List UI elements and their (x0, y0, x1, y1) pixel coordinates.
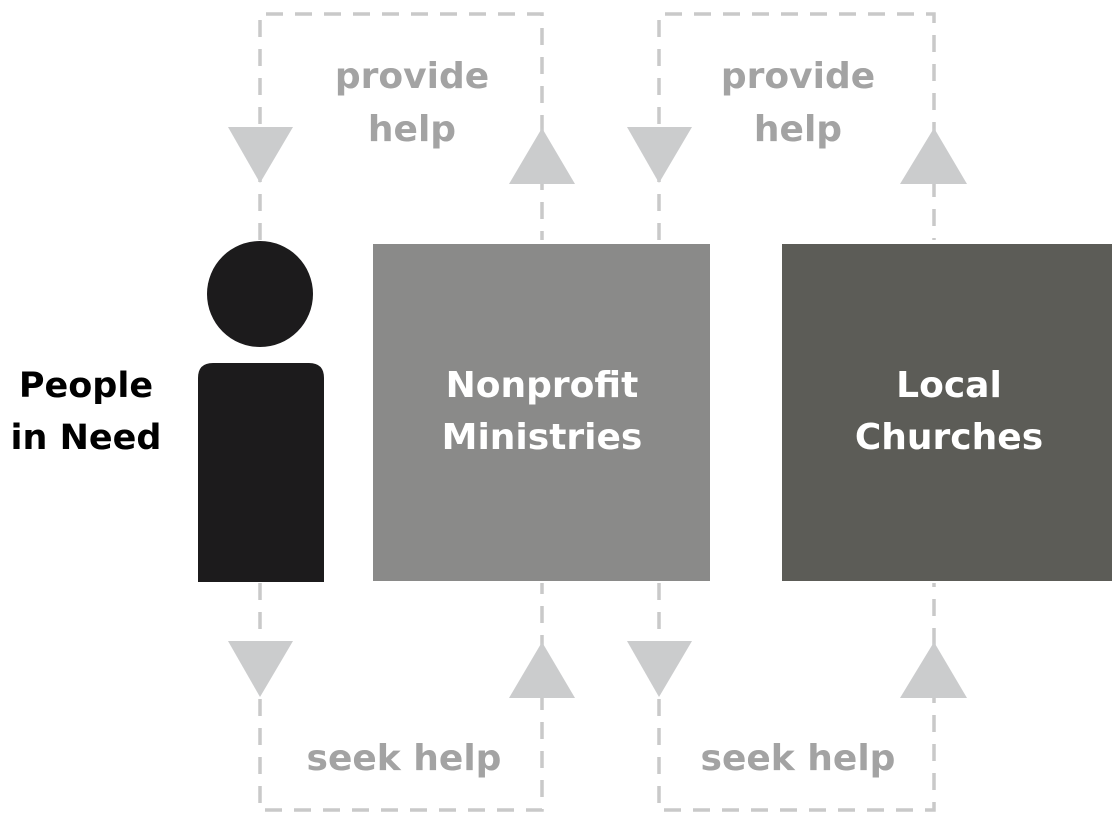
people-in-need-label-line2: in Need (11, 418, 162, 458)
provide-help-label-right: provide (721, 56, 875, 97)
down-arrow-icon (627, 641, 692, 697)
up-arrow-icon (509, 642, 575, 698)
person-icon (198, 241, 324, 582)
top-right-provide-loop (627, 12, 967, 240)
nonprofit-ministries-label-line2: Ministries (442, 417, 643, 458)
local-churches-box (782, 244, 1112, 581)
up-arrow-icon (900, 642, 967, 698)
person-body (198, 363, 324, 582)
seek-help-label-right: seek help (701, 738, 896, 779)
bottom-right-seek-loop (627, 583, 967, 812)
provide-help-label-left: provide (335, 56, 489, 97)
top-left-provide-loop (228, 12, 575, 240)
top-right-dashed-path (657, 12, 936, 240)
people-in-need-label: People (19, 366, 153, 406)
bottom-left-seek-loop (228, 583, 575, 812)
provide-help-label-left-line2: help (368, 109, 456, 150)
local-churches-label: Local (896, 365, 1002, 406)
top-left-dashed-path (258, 12, 544, 240)
nonprofit-ministries-label: Nonprofit (446, 365, 639, 406)
down-arrow-icon (627, 127, 692, 183)
up-arrow-icon (900, 128, 967, 184)
provide-help-label-right-line2: help (754, 109, 842, 150)
person-head (207, 241, 313, 347)
up-arrow-icon (509, 128, 575, 184)
down-arrow-icon (228, 127, 293, 183)
down-arrow-icon (228, 641, 293, 697)
nonprofit-ministries-box (373, 244, 710, 581)
local-churches-label-line2: Churches (855, 417, 1043, 458)
seek-help-label-left: seek help (307, 738, 502, 779)
